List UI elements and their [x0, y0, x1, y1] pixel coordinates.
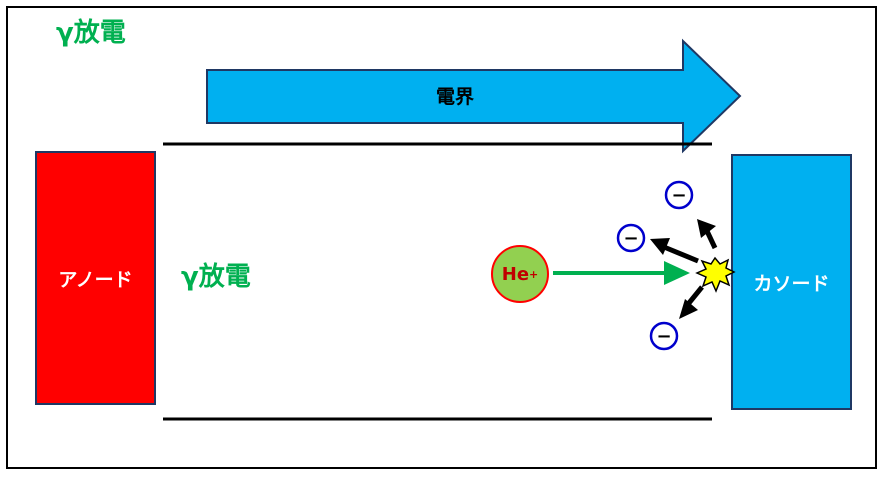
electron-symbol: − — [671, 185, 686, 206]
electric-field-arrow — [206, 38, 742, 154]
emission-arrow-upper — [704, 229, 718, 250]
ion-symbol: He — [501, 263, 530, 285]
electron: − — [649, 321, 679, 351]
emission-arrowhead-lower — [679, 299, 698, 319]
emission-arrow-left — [663, 244, 699, 264]
electron: − — [664, 180, 694, 210]
helium-ion: He+ — [491, 245, 549, 303]
discharge-label: γ放電 — [181, 262, 251, 292]
diagram-title: γ放電 — [56, 18, 126, 48]
electric-field-label: 電界 — [436, 86, 475, 108]
emission-arrow-lower — [687, 285, 704, 305]
emission-arrowhead-left — [650, 238, 670, 255]
electron: − — [616, 223, 646, 253]
cathode: カソード — [731, 154, 852, 410]
electron-symbol: − — [656, 326, 671, 347]
anode: アノード — [35, 151, 156, 405]
impact-spark-icon — [695, 256, 736, 293]
ion-charge: + — [529, 267, 539, 281]
electron-symbol: − — [623, 228, 638, 249]
ion-path-arrowhead — [664, 261, 690, 285]
diagram-frame — [6, 6, 877, 469]
emission-arrowhead-upper — [697, 219, 716, 238]
